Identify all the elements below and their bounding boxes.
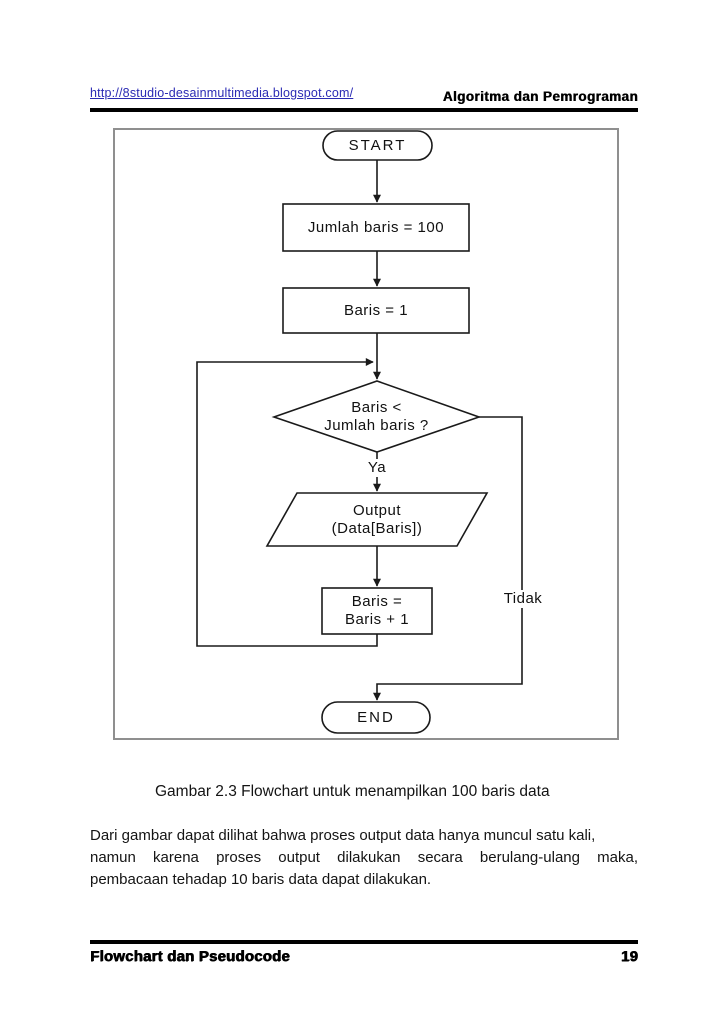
increment-node-label: Baris = Baris + 1	[322, 588, 432, 634]
increment-node-shape	[321, 587, 433, 635]
start-node-label: START	[348, 136, 407, 154]
decision-label-line1: Baris <	[351, 399, 402, 416]
increment-label-line2: Baris + 1	[344, 611, 410, 628]
output-label-line1: Output	[352, 502, 402, 519]
page-number: 19	[620, 948, 638, 965]
header-rule	[90, 108, 638, 112]
end-node-label: END	[357, 708, 395, 726]
set-baris-node-label: Baris = 1	[343, 301, 409, 319]
yes-branch-label: Ya	[327, 458, 427, 477]
paragraph-line-1: Dari gambar dapat dilihat bahwa proses o…	[90, 827, 596, 844]
paragraph-line-2: namun karena proses output dilakukan sec…	[90, 849, 638, 866]
figure-caption: Gambar 2.3 Flowchart untuk menampilkan 1…	[155, 783, 550, 800]
output-node-label: Output (Data[Baris])	[267, 495, 487, 545]
flowchart-drawing	[196, 130, 523, 734]
output-label-line2: (Data[Baris])	[331, 520, 423, 537]
init-total-node-label: Jumlah baris = 100	[307, 218, 445, 236]
set-baris-node-shape	[282, 287, 470, 334]
decision-node-label: Baris < Jumlah baris ?	[274, 383, 479, 451]
no-branch-label: Tidak	[473, 589, 573, 608]
decision-no-to-end-connector	[373, 416, 523, 701]
increment-label-line1: Baris =	[351, 593, 403, 610]
decision-label-line2: Jumlah baris ?	[324, 417, 429, 434]
flowchart-canvas: START Jumlah baris = 100 Baris = 1 Baris…	[113, 128, 619, 740]
paragraph-line-3: pembacaan tehadap 10 baris data dapat di…	[90, 871, 432, 888]
footer-title: Flowchart dan Pseudocode	[90, 948, 290, 965]
body-paragraph: Dari gambar dapat dilihat bahwa proses o…	[90, 825, 638, 891]
header-title: Algoritma dan Pemrograman	[442, 89, 638, 104]
end-node-shape	[321, 701, 431, 734]
flowchart-figure: START Jumlah baris = 100 Baris = 1 Baris…	[113, 128, 619, 740]
footer: Flowchart dan Pseudocode 19	[90, 948, 638, 965]
init-total-node-shape	[282, 203, 470, 252]
output-node-shape	[265, 492, 489, 547]
header-url-link[interactable]: http://8studio-desainmultimedia.blogspot…	[90, 86, 354, 100]
footer-rule	[90, 940, 638, 944]
loop-back-connector	[196, 358, 378, 647]
